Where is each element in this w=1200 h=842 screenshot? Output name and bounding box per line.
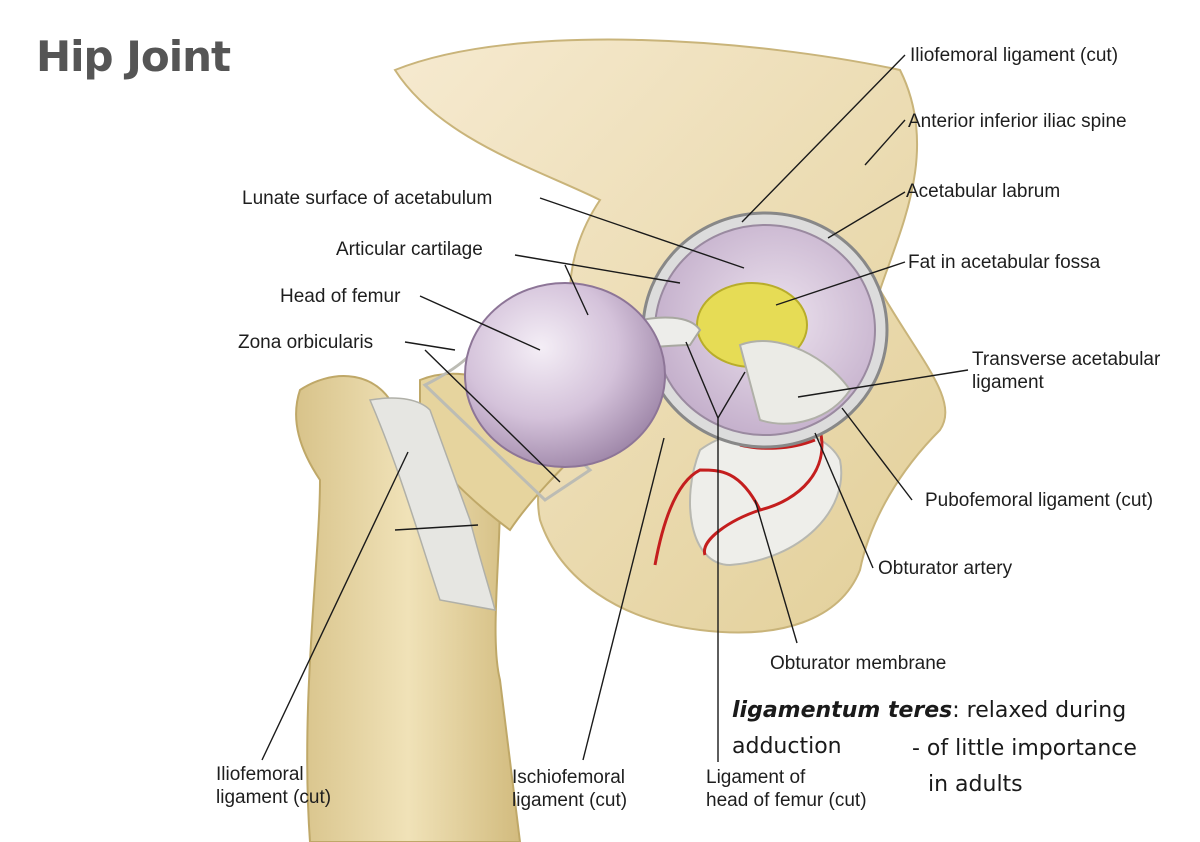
label-acetabular-labrum: Acetabular labrum <box>906 181 1061 202</box>
label-transverse-acetabular-ligament: Transverse acetabular ligament <box>972 349 1161 393</box>
note-line-1: ligamentum teres: relaxed during <box>732 698 1127 723</box>
label-obturator-artery: Obturator artery <box>878 558 1013 579</box>
label-obturator-membrane: Obturator membrane <box>770 653 947 674</box>
transverse-ligament <box>738 340 852 425</box>
label-head-of-femur: Head of femur <box>280 286 401 307</box>
label-ligament-of-head-of-femur: Ligament of head of femur (cut) <box>706 767 867 811</box>
zona-orbicularis-band <box>422 352 593 502</box>
label-iliofemoral-ligament-bottom: Iliofemoral ligament (cut) <box>216 764 332 808</box>
leader-lines <box>261 54 969 762</box>
label-iliofemoral-ligament-top: Iliofemoral ligament (cut) <box>910 45 1119 66</box>
note-term: ligamentum teres <box>732 698 953 723</box>
page-title: Hip Joint <box>36 32 231 81</box>
label-fat-in-acetabular-fossa: Fat in acetabular fossa <box>908 252 1101 273</box>
label-anterior-inferior-iliac-spine: Anterior inferior iliac spine <box>908 111 1127 132</box>
note-line-3: in adults <box>928 772 1023 797</box>
note-line-2b: - of little importance <box>912 736 1137 761</box>
label-zona-orbicularis: Zona orbicularis <box>238 332 374 353</box>
head-of-femur <box>464 282 666 468</box>
note-line-2a: adduction <box>732 734 842 759</box>
iliofemoral-ligament-cut-femur <box>368 397 497 611</box>
label-pubofemoral-ligament: Pubofemoral ligament (cut) <box>925 490 1154 511</box>
label-ischiofemoral-ligament: Ischiofemoral ligament (cut) <box>512 767 628 811</box>
label-articular-cartilage: Articular cartilage <box>336 239 483 260</box>
label-lunate-surface: Lunate surface of acetabulum <box>242 188 493 209</box>
